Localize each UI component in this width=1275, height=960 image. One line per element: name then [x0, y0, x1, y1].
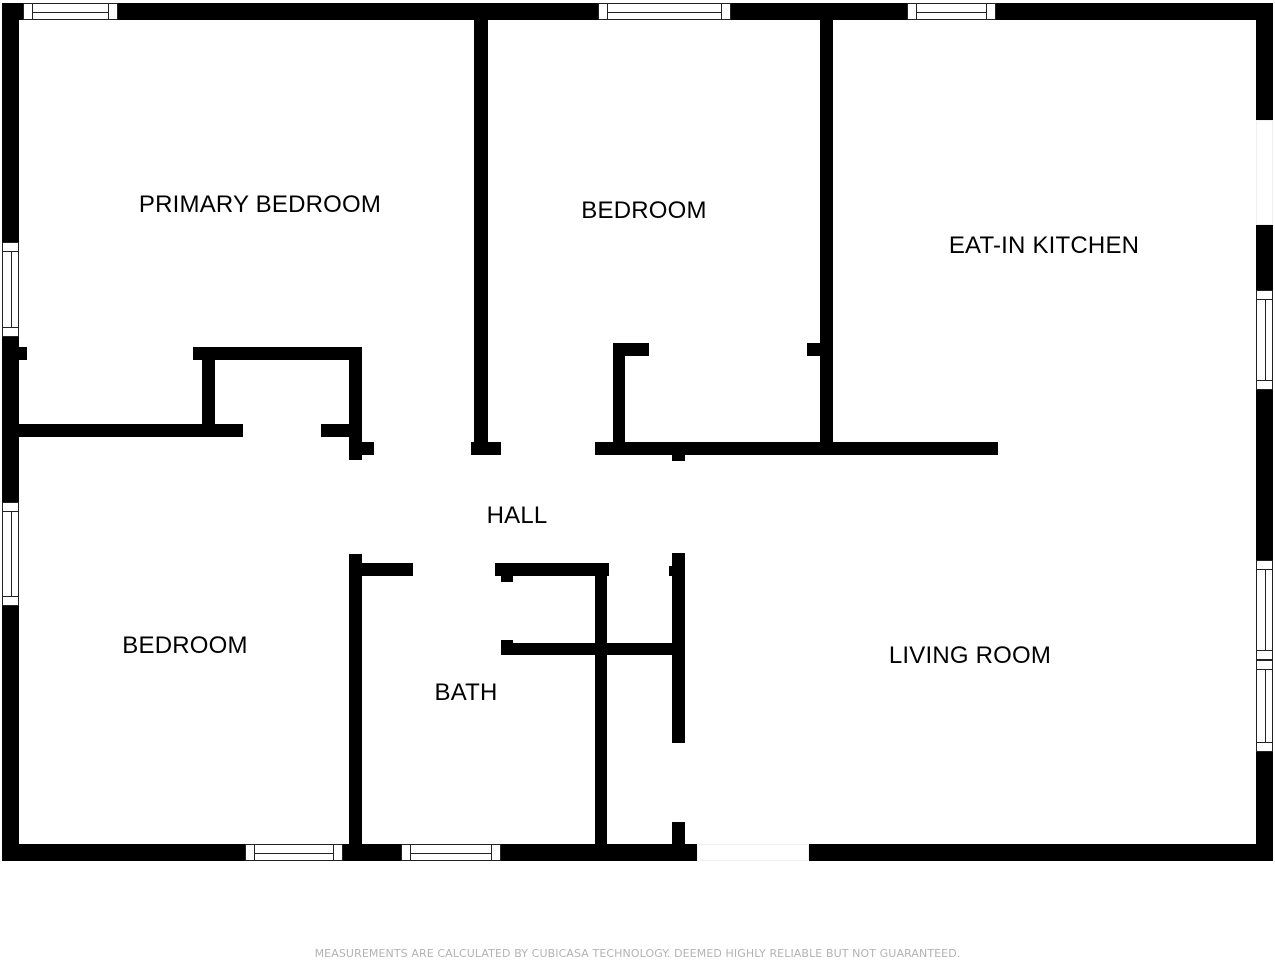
wall-bedroom-left-top-a [2, 424, 243, 437]
window-kitchen-top [907, 3, 996, 20]
bath-closet-bottom-wall [501, 643, 684, 655]
bath-right-wall [595, 563, 607, 861]
living-left-wall-stub [669, 566, 673, 576]
window-kitchen-right [1256, 290, 1273, 390]
wall-primary-bedroom-bedroom [474, 18, 488, 455]
outer-wall-bottom [2, 844, 1273, 861]
measurement-disclaimer: MEASUREMENTS ARE CALCULATED BY CUBICASA … [314, 947, 961, 960]
window-primary-bedroom-left [2, 242, 19, 337]
bath-closet-stub-top [501, 576, 513, 582]
room-label-hall: HALL [486, 502, 548, 529]
living-left-wall-bottom [672, 822, 685, 861]
window-living-room-right-1 [1256, 560, 1273, 660]
room-label-living-room: LIVING ROOM [888, 642, 1052, 669]
hall-top-stub [360, 442, 374, 455]
room-label-bedroom-left: BEDROOM [122, 632, 248, 659]
wall-bedroom-left-right [349, 554, 362, 861]
room-label-bedroom-top: BEDROOM [581, 197, 707, 224]
wall-bedroom-left-top-b [321, 424, 362, 437]
closet-top-wall [193, 347, 362, 360]
closet-divider [202, 347, 215, 437]
room-label-primary-bedroom: PRIMARY BEDROOM [138, 191, 382, 218]
window-bedroom-left [2, 502, 19, 606]
bath-top-wall-left [349, 563, 413, 576]
hall-top-mid [471, 442, 501, 455]
bedroom-closet-top-stub-right [807, 343, 822, 356]
window-bedroom-bottom [245, 844, 343, 861]
window-bath-bottom [401, 844, 501, 861]
room-label-bath: BATH [434, 679, 498, 706]
living-left-wall [672, 553, 685, 743]
hall-top-right [595, 442, 998, 455]
window-primary-bedroom-top [23, 3, 118, 20]
room-label-eat-in-kitchen: EAT-IN KITCHEN [948, 232, 1140, 259]
window-living-room-right-2 [1256, 660, 1273, 752]
bedroom-closet-left [613, 343, 625, 455]
closet-stub-left [17, 347, 27, 360]
living-room-exterior-door-opening [697, 844, 809, 861]
hall-right-stub-top [672, 455, 685, 461]
window-bedroom-top [598, 3, 731, 20]
wall-bedroom-kitchen [820, 18, 833, 455]
bedroom-closet-top-stub-left [613, 343, 649, 356]
bath-top-wall-right [495, 563, 609, 576]
kitchen-exterior-door-opening [1256, 120, 1273, 225]
